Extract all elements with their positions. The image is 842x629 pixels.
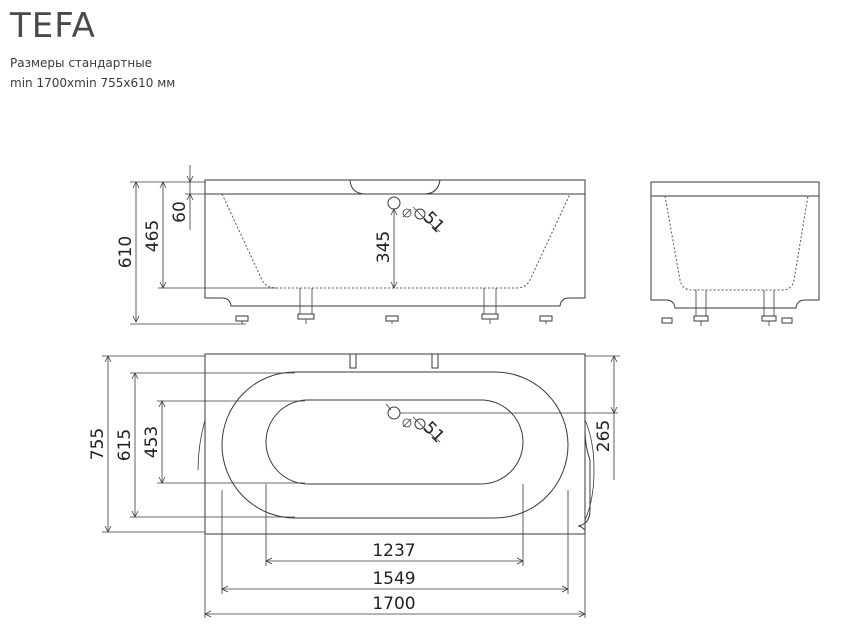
dim-265: 265 [594,420,614,452]
front-legs [235,288,553,324]
front-body [204,194,586,307]
dim-diameter-51-front: 51 [419,208,448,237]
diameter-symbol-icon [402,418,412,428]
top-outer [204,353,591,535]
dim-60: 60 [170,201,190,223]
min-sizes-label: min 1700xmin 755x610 мм [10,76,176,90]
dim-1700: 1700 [372,594,415,614]
top-view [102,353,620,618]
dim-615: 615 [115,429,135,461]
front-overflow-bump [349,179,441,195]
front-view [130,165,586,325]
standard-sizes-label: Размеры стандартные [10,56,153,70]
front-drain-circle [414,208,426,220]
dim-1549: 1549 [372,569,415,589]
dim-diameter-51-top: 51 [419,418,448,447]
side-view [650,181,820,326]
diameter-symbol-icon [402,208,412,218]
top-oval-outer [221,371,569,519]
dim-453: 453 [142,426,162,458]
front-basin [221,193,571,289]
dim-755: 755 [88,428,108,460]
front-rim [204,179,586,195]
dim-610: 610 [116,236,136,268]
product-title: TEFA [10,6,96,46]
dim-345: 345 [374,231,394,263]
dim-465: 465 [143,220,163,252]
dim-1237: 1237 [372,541,415,561]
top-oval-inner [265,399,524,485]
front-overflow-circle [387,196,401,210]
